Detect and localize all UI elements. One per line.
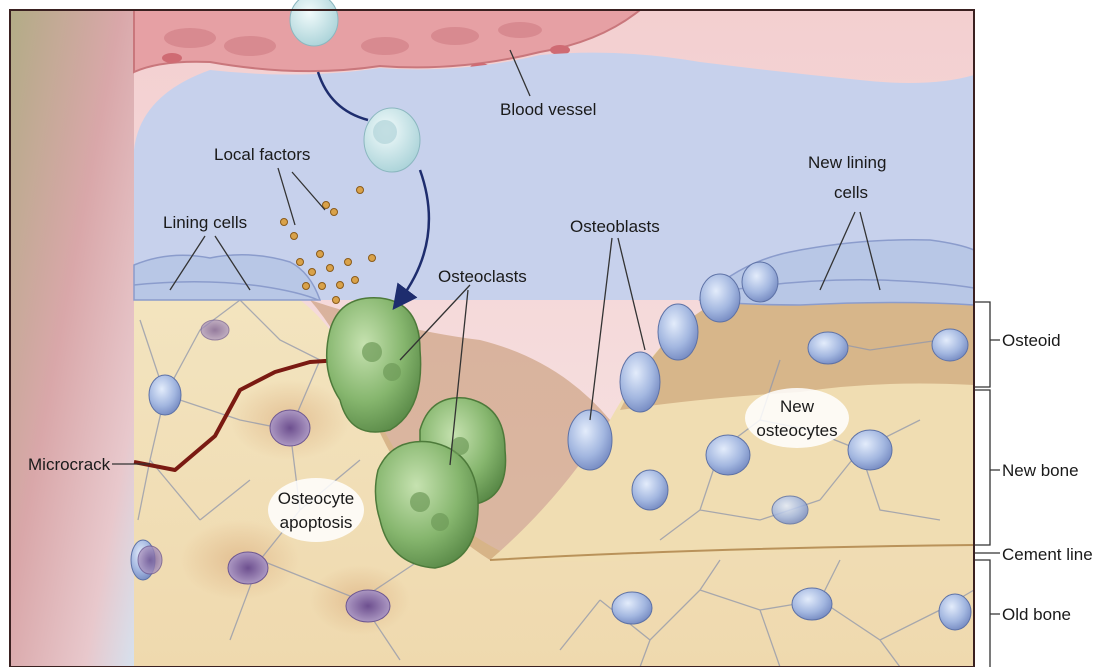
osteocyte-apoptosis-label-line2: apoptosis	[280, 513, 353, 532]
new-osteocytes-label-line2: osteocytes	[756, 421, 837, 440]
local-factors-label: Local factors	[214, 145, 310, 164]
osteoclasts-label: Osteoclasts	[438, 267, 527, 286]
left-border-strip	[10, 10, 134, 667]
blood-vessel-label: Blood vessel	[500, 100, 596, 119]
old-bone-label: Old bone	[1002, 605, 1071, 624]
new-bone-label: New bone	[1002, 461, 1079, 480]
osteocyte-apoptosis-label-line1: Osteocyte	[278, 489, 355, 508]
microcrack-label: Microcrack	[28, 455, 111, 474]
lining-cells-label: Lining cells	[163, 213, 247, 232]
new-osteocytes-label-line1: New	[780, 397, 815, 416]
osteoblasts-label: Osteoblasts	[570, 217, 660, 236]
cement-line-label: Cement line	[1002, 545, 1093, 564]
osteoid-label: Osteoid	[1002, 331, 1061, 350]
osteocyte-apoptosis-halo	[268, 478, 364, 542]
new-lining-cells-label-line1: New lining	[808, 153, 886, 172]
new-lining-cells-label-line2: cells	[834, 183, 868, 202]
